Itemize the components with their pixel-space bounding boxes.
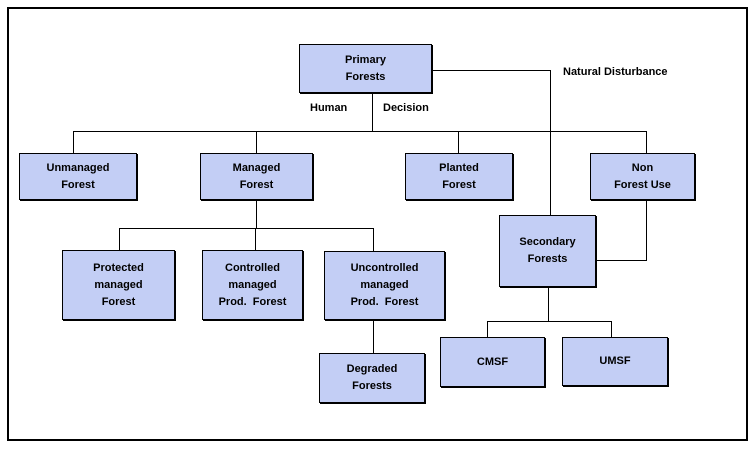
- connector-uncontrolled-to-degraded: [373, 320, 374, 353]
- node-unmanaged-forest: Unmanaged Forest: [19, 153, 137, 200]
- connector-primary-to-secondary-h: [432, 70, 550, 71]
- connector-managed-stem: [256, 200, 257, 228]
- node-umsf: UMSF: [562, 337, 668, 386]
- connector-cmsf-umsf-bus: [487, 321, 612, 322]
- node-label-line: Forests: [352, 380, 392, 392]
- label-decision: Decision: [383, 102, 429, 114]
- node-degraded-forests: Degraded Forests: [319, 353, 425, 403]
- connector-secondary-stem: [548, 287, 549, 321]
- connector-drop-umsf: [611, 321, 612, 337]
- connector-drop-managed: [256, 131, 257, 153]
- connector-secondary-right-link: [596, 260, 647, 261]
- label-natural-disturbance: Natural Disturbance: [563, 66, 668, 78]
- node-uncontrolled-managed-prod-forest: Uncontrolled managed Prod. Forest: [324, 251, 445, 320]
- connector-drop-planted: [458, 131, 459, 153]
- node-label-line: Forest: [239, 178, 274, 191]
- node-controlled-managed-prod-forest: Controlled managed Prod. Forest: [202, 250, 303, 320]
- node-label-line: Forest: [101, 295, 136, 308]
- connector-drop-controlled: [255, 228, 256, 250]
- node-label-line: Controlled: [225, 261, 280, 274]
- connector-non-forest-use-down: [646, 200, 647, 261]
- node-label-line: Prod. Forest: [218, 295, 287, 308]
- connector-row3-bus: [119, 228, 374, 229]
- node-label-line: Uncontrolled: [350, 262, 419, 274]
- connector-drop-unmanaged: [73, 131, 74, 153]
- label-human: Human: [310, 102, 348, 114]
- node-label-line: Primary: [345, 53, 386, 66]
- node-primary-forests: Primary Forests: [299, 44, 432, 93]
- connector-drop-uncontrolled: [373, 228, 374, 251]
- node-label-line: Forests: [527, 253, 568, 265]
- node-planted-forest: Planted Forest: [405, 153, 513, 200]
- node-label-line: managed: [228, 278, 277, 291]
- connector-drop-protected: [119, 228, 120, 250]
- connector-drop-cmsf: [487, 321, 488, 337]
- node-label-line: Unmanaged: [46, 161, 110, 174]
- node-label-line: managed: [94, 278, 143, 291]
- node-label-line: Planted: [439, 161, 479, 174]
- node-secondary-forests: Secondary Forests: [499, 215, 596, 287]
- node-label-line: managed: [360, 279, 409, 291]
- diagram-outer-border: [7, 7, 748, 441]
- connector-primary-stem: [372, 93, 373, 132]
- node-label-line: Prod. Forest: [350, 296, 419, 308]
- node-label-line: Degraded: [346, 363, 398, 375]
- node-protected-managed-forest: Protected managed Forest: [62, 250, 175, 320]
- node-label-line: Forest: [61, 178, 95, 191]
- node-label-line: Managed: [232, 161, 281, 174]
- node-cmsf: CMSF: [440, 337, 545, 387]
- node-label-line: Protected: [93, 261, 144, 274]
- connector-primary-to-secondary-v: [550, 70, 551, 215]
- node-label-line: Forest Use: [614, 178, 671, 191]
- node-non-forest-use: Non Forest Use: [590, 153, 695, 200]
- node-label-line: Secondary: [519, 236, 576, 248]
- node-label-line: Non: [631, 161, 654, 174]
- connector-drop-non-forest-use: [646, 131, 647, 153]
- connector-row2-bus: [73, 131, 647, 132]
- node-managed-forest: Managed Forest: [200, 153, 313, 200]
- node-label-line: UMSF: [599, 355, 631, 367]
- node-label-line: Forests: [345, 70, 386, 83]
- node-label-line: CMSF: [476, 355, 509, 368]
- node-label-line: Forest: [442, 178, 476, 191]
